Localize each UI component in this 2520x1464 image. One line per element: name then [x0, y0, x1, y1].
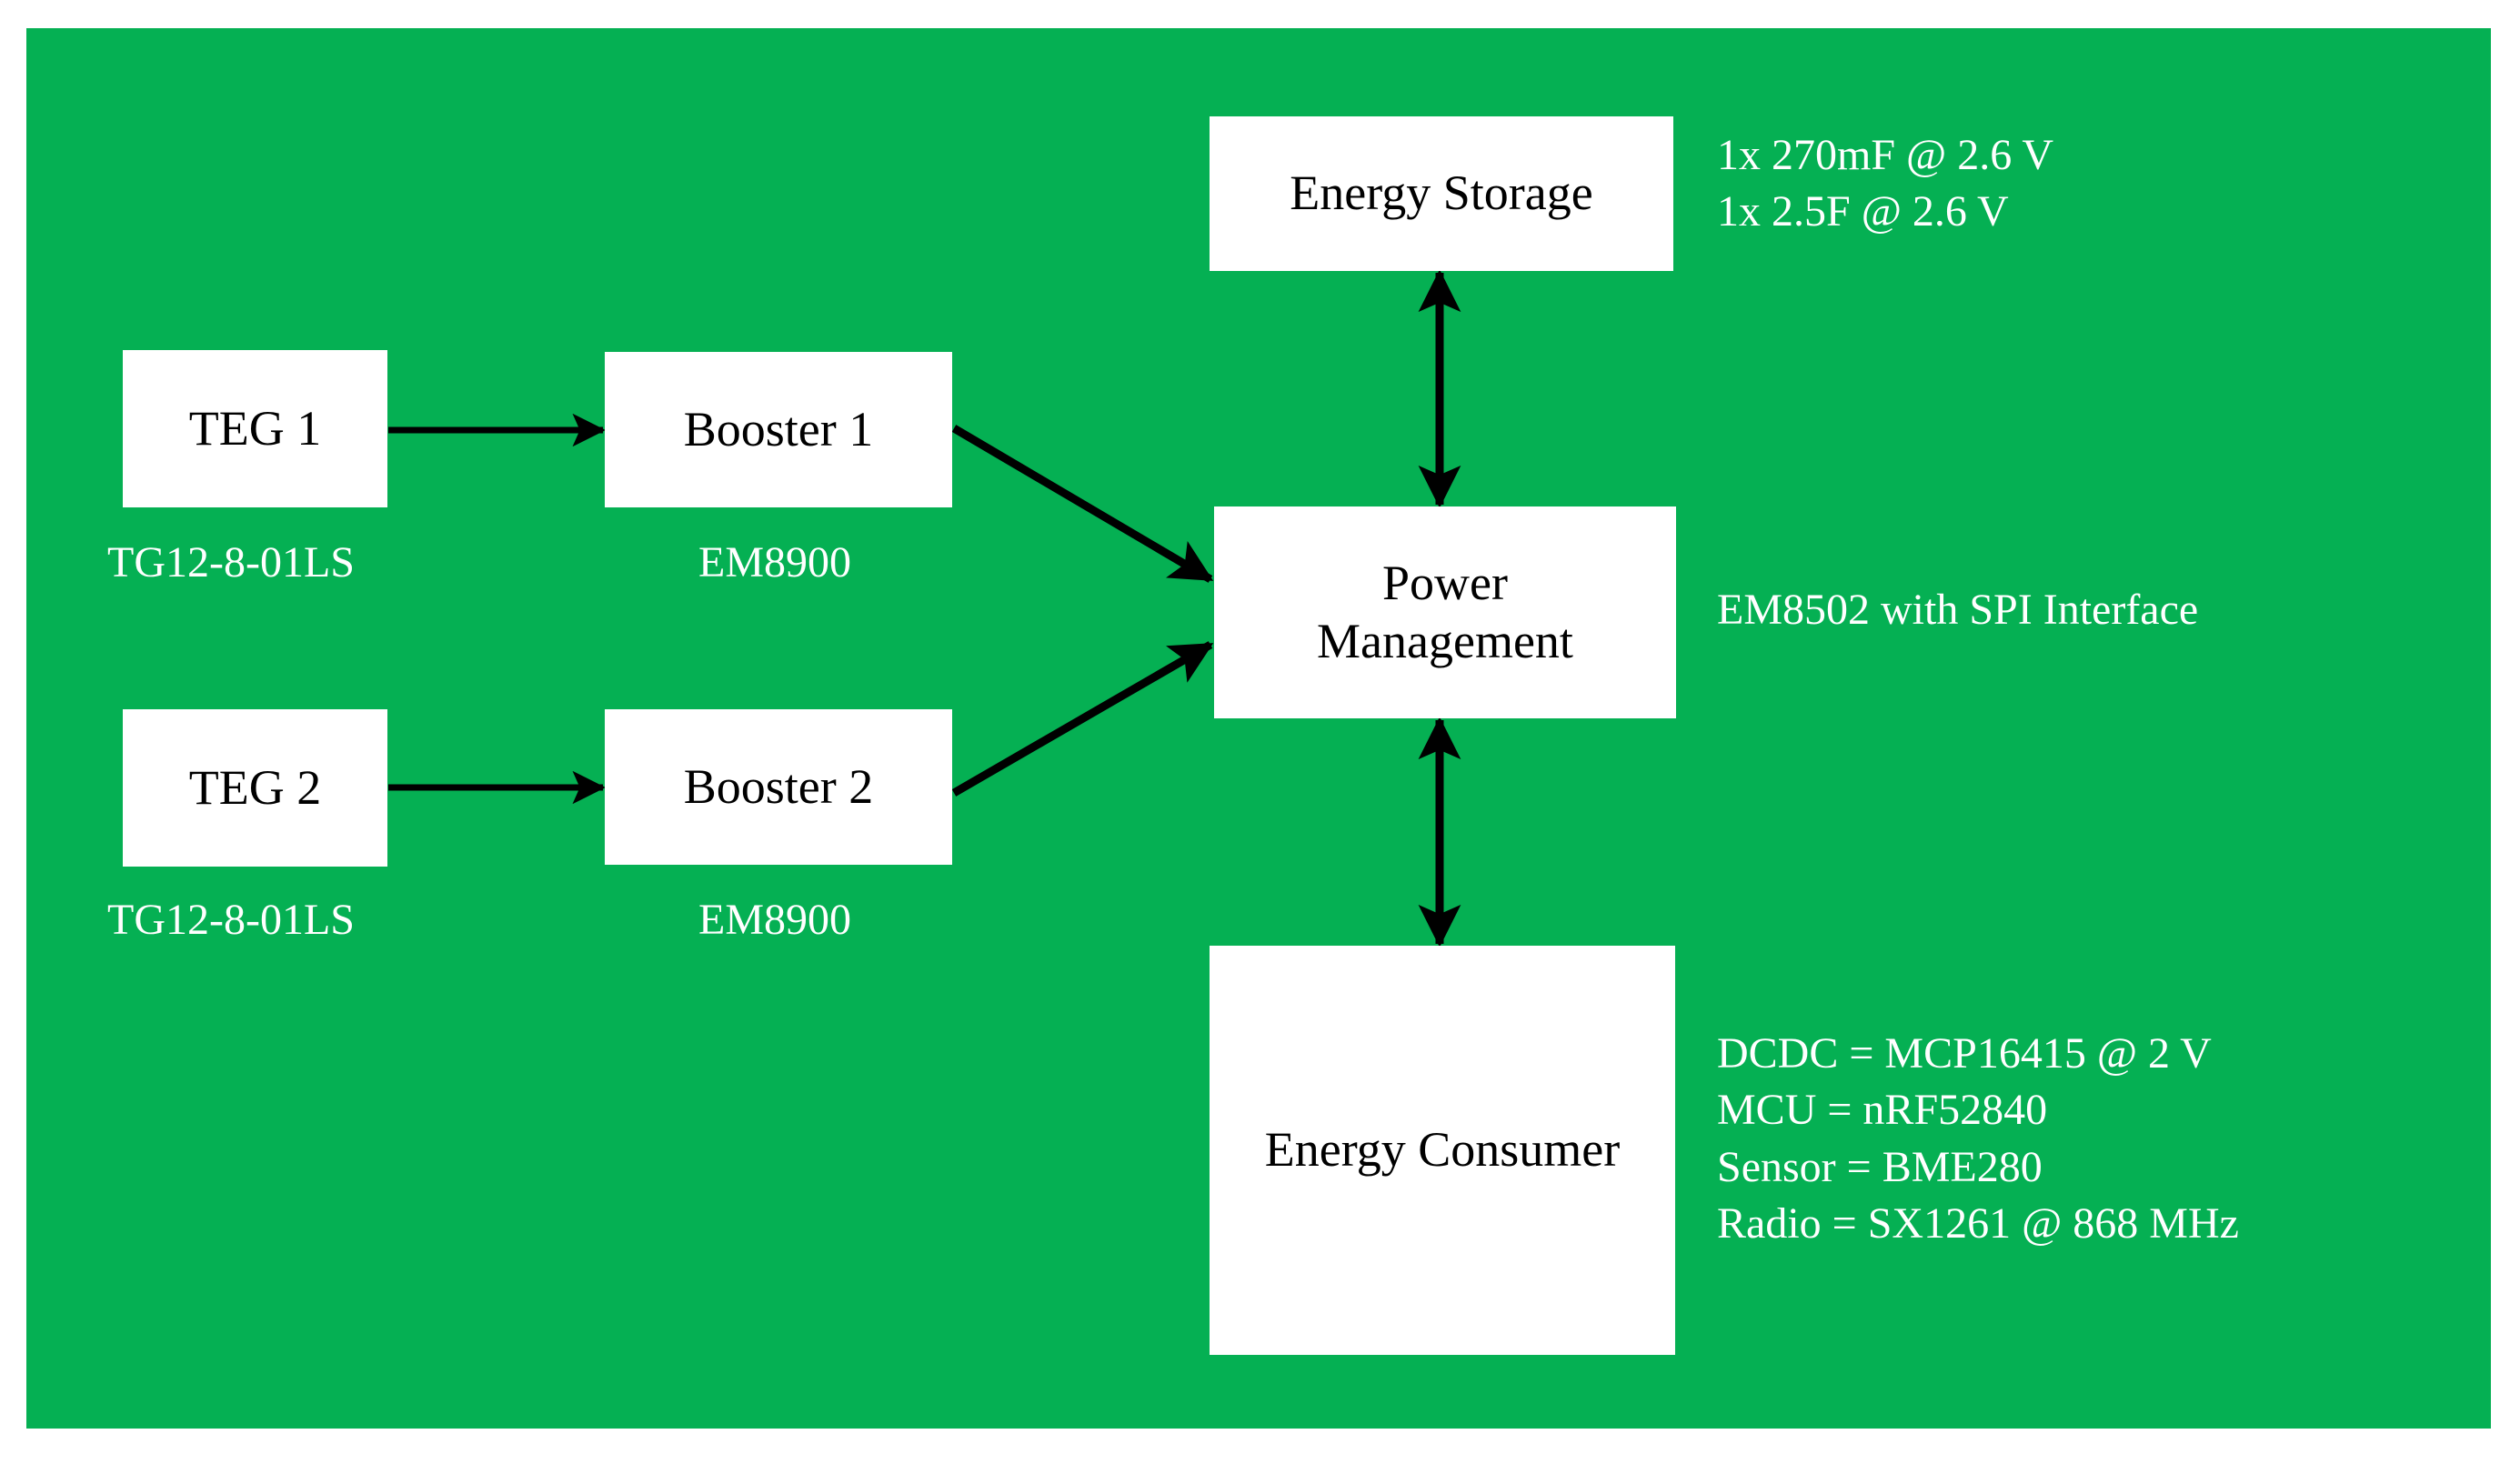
- node-booster2-label: Booster 2: [683, 758, 874, 814]
- node-teg1-label: TEG 1: [188, 400, 322, 456]
- node-booster1[interactable]: Booster 1: [605, 352, 952, 507]
- sub-label-booster2: EM8900: [698, 896, 851, 944]
- sub-label-booster1: EM8900: [698, 538, 851, 587]
- node-booster2[interactable]: Booster 2: [605, 709, 952, 865]
- node-energy-consumer-label: Energy Consumer: [1264, 1122, 1621, 1178]
- node-teg1[interactable]: TEG 1: [123, 350, 387, 507]
- node-booster1-label: Booster 1: [683, 401, 874, 456]
- node-energy-storage[interactable]: Energy Storage: [1210, 116, 1673, 271]
- node-energy-consumer[interactable]: Energy Consumer: [1210, 946, 1675, 1355]
- node-teg2[interactable]: TEG 2: [123, 709, 387, 867]
- node-teg2-label: TEG 2: [188, 759, 322, 815]
- node-power-management-label: Power Management: [1317, 555, 1573, 668]
- node-power-management[interactable]: Power Management: [1214, 506, 1676, 718]
- annotation-power-management: EM8502 with SPI Interface: [1717, 586, 2199, 634]
- sub-label-teg2: TG12-8-01LS: [107, 896, 355, 944]
- annotation-energy-storage: 1x 270mF @ 2.6 V 1x 2.5F @ 2.6 V: [1717, 131, 2054, 236]
- sub-label-teg1: TG12-8-01LS: [107, 538, 355, 587]
- node-energy-storage-label: Energy Storage: [1290, 165, 1593, 221]
- annotation-energy-consumer: DCDC = MCP16415 @ 2 V MCU = nRF52840 Sen…: [1717, 1029, 2239, 1248]
